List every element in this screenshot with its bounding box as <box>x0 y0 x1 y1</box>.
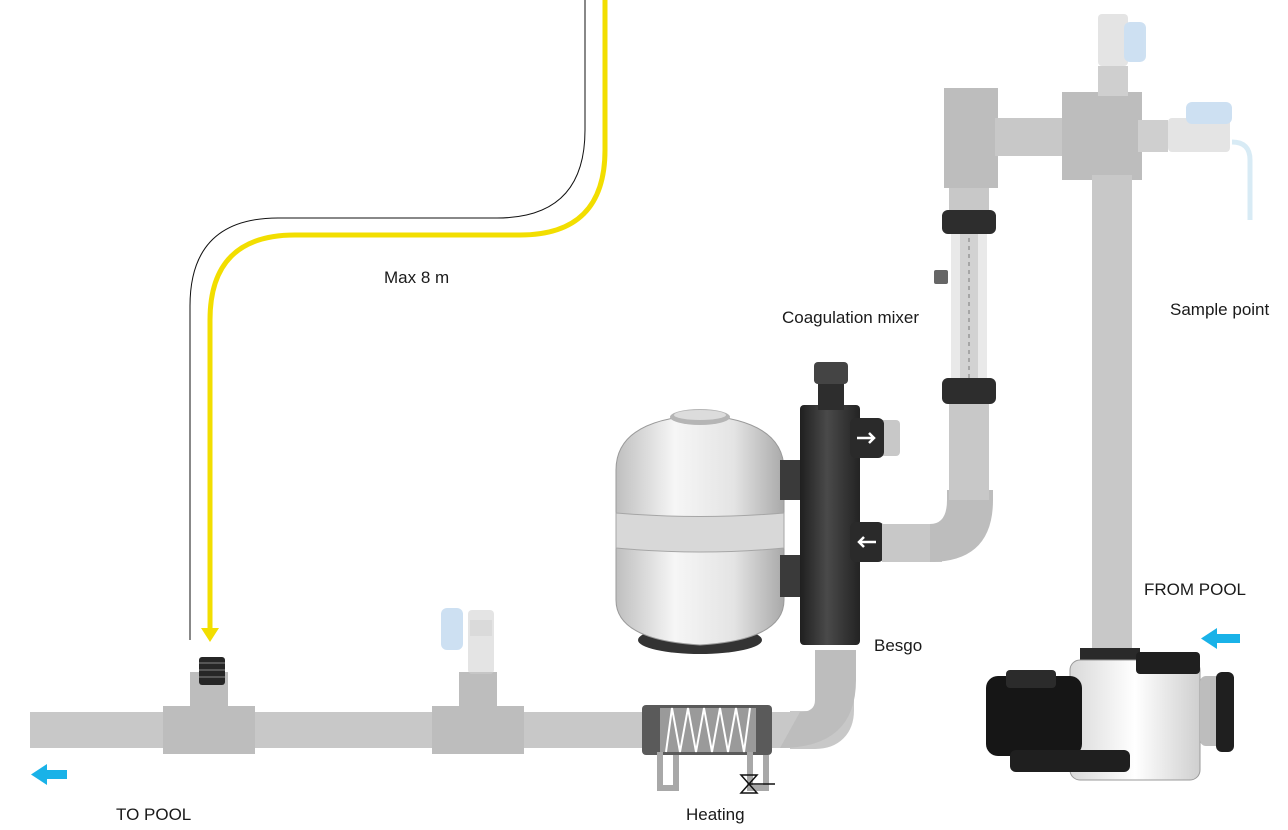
mixer-pipe <box>882 88 1142 562</box>
to-pool-label: TO POOL <box>116 805 192 824</box>
heating-coil-icon <box>642 705 772 791</box>
coagulation-mixer <box>934 210 996 404</box>
filter-tank <box>615 409 810 654</box>
sample-tap-icon[interactable] <box>1168 102 1253 220</box>
dosing-hose <box>207 0 608 630</box>
dosing-hose-outline <box>189 0 586 640</box>
sample-point-label: Sample point <box>1170 300 1270 319</box>
sample-tap-icon[interactable] <box>1098 14 1146 66</box>
return-pipe <box>30 650 856 754</box>
max-length-label: Max 8 m <box>384 268 450 287</box>
suction-pipe <box>1092 66 1168 665</box>
besgo-valve <box>800 362 900 645</box>
besgo-label: Besgo <box>874 636 923 655</box>
dosing-arrow-icon <box>201 628 219 642</box>
pump <box>986 648 1234 781</box>
flow-arrow-left-icon <box>1201 628 1240 649</box>
flow-arrow-left-icon <box>31 764 67 785</box>
dosing-injector <box>199 657 225 685</box>
sample-tap-icon[interactable] <box>441 608 494 674</box>
heating-label: Heating <box>686 805 745 824</box>
from-pool-label: FROM POOL <box>1144 580 1247 599</box>
coagulation-mixer-label: Coagulation mixer <box>782 308 920 327</box>
valve-icon <box>739 774 775 794</box>
